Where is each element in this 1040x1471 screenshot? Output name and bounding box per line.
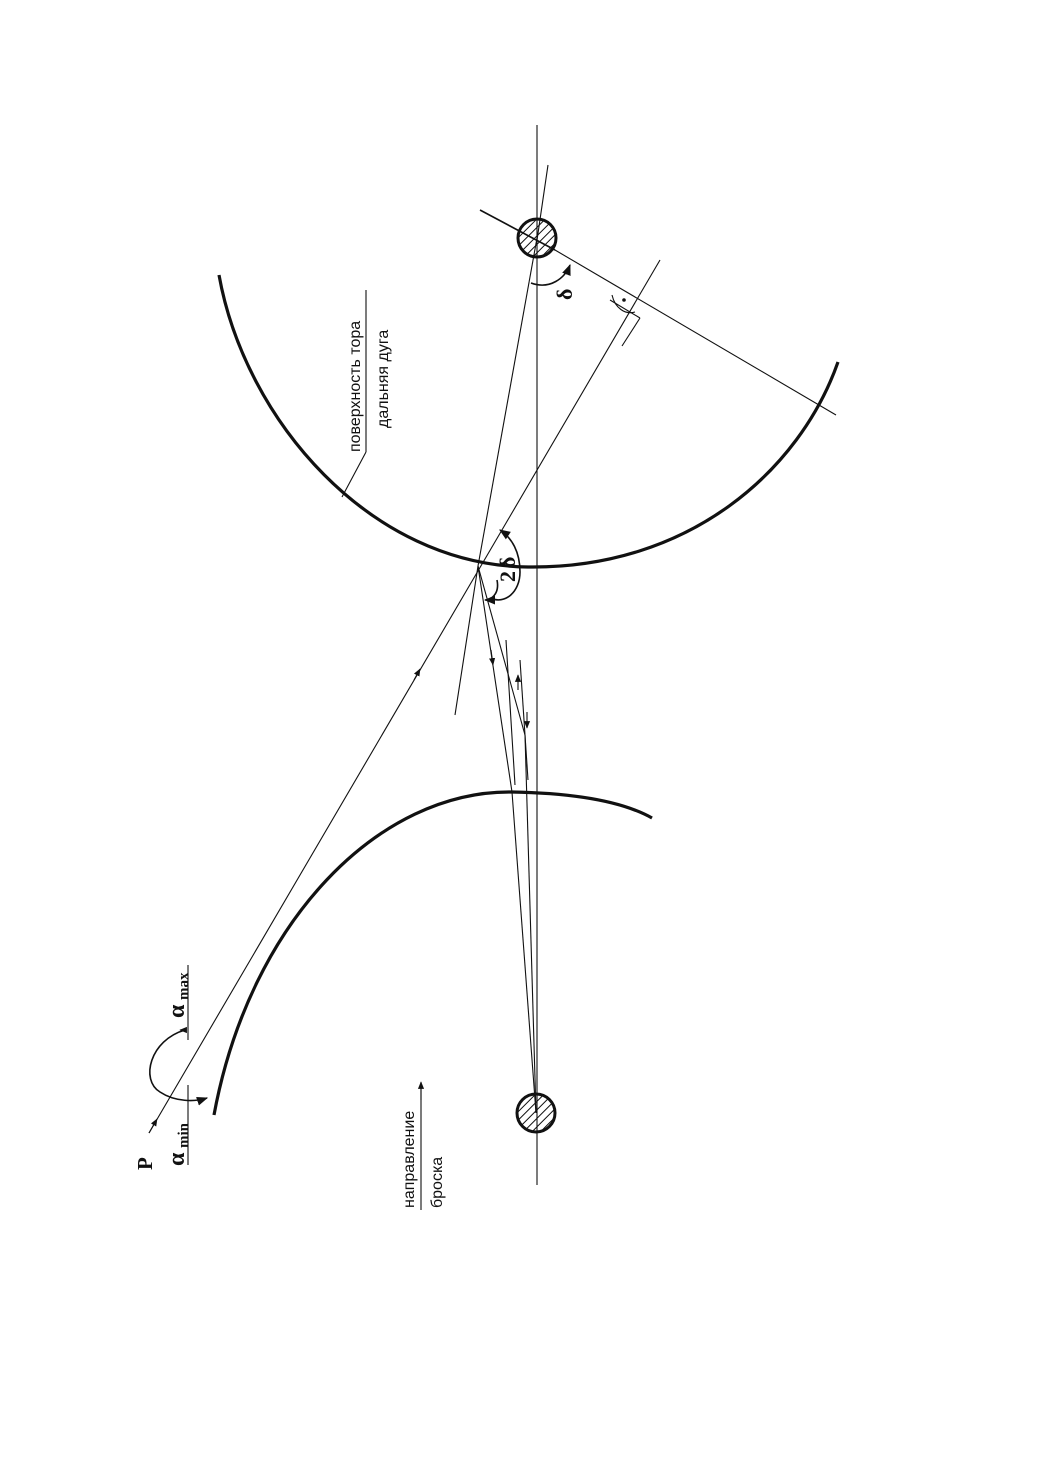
ray-reflect-2 (477, 565, 513, 793)
near-arc (212, 790, 653, 1116)
arrow-p (148, 1118, 158, 1134)
two-delta-label: 2 δ (495, 557, 520, 582)
perpendicular-line-2 (621, 317, 641, 347)
right-angle-dot (622, 298, 626, 302)
svg-text:α: α (164, 1152, 190, 1166)
ray-reflect-5 (519, 659, 529, 781)
direction-label: направление (401, 1111, 418, 1208)
far-arc (217, 274, 840, 569)
far-arc-label: дальняя дуга (375, 330, 392, 428)
svg-text:2: 2 (495, 571, 520, 582)
throw-label: броска (429, 1157, 446, 1208)
svg-text:δ: δ (552, 289, 577, 300)
alpha-min-label: α min (164, 1122, 192, 1166)
p-label: P (133, 1157, 157, 1170)
right-angle-arc (611, 294, 636, 314)
torus-label-leader-diag (341, 451, 367, 498)
alpha-max-label: α max (164, 972, 192, 1018)
ray-reflect-4 (505, 639, 516, 786)
ray-p-main (148, 259, 661, 1134)
ray-reflect-1 (454, 565, 479, 716)
angle-delta-arc (530, 263, 571, 286)
upper-ray-short (536, 164, 549, 241)
angle-2delta-arc (489, 529, 521, 601)
ray-lower-circle-2 (524, 734, 537, 1114)
svg-text:P: P (133, 1157, 157, 1170)
torus-surface-label: поверхность тора (347, 321, 364, 452)
arrow-reflect-1 (489, 649, 496, 666)
ray-reflect-3 (477, 565, 526, 736)
svg-text:max: max (176, 972, 192, 1000)
angle-2delta-arc-2 (483, 579, 499, 605)
alpha-angle-arc (149, 1029, 209, 1106)
svg-text:α: α (164, 1004, 190, 1018)
upper-circle-tangent (479, 209, 556, 251)
svg-text:min: min (176, 1122, 192, 1148)
svg-text:δ: δ (495, 557, 520, 568)
delta-label: δ (552, 289, 577, 300)
ray-lower-circle (511, 791, 537, 1114)
arrow-main-ray (413, 668, 421, 681)
ray-upper-circle (477, 237, 538, 567)
upper-ray-extension (554, 249, 837, 416)
